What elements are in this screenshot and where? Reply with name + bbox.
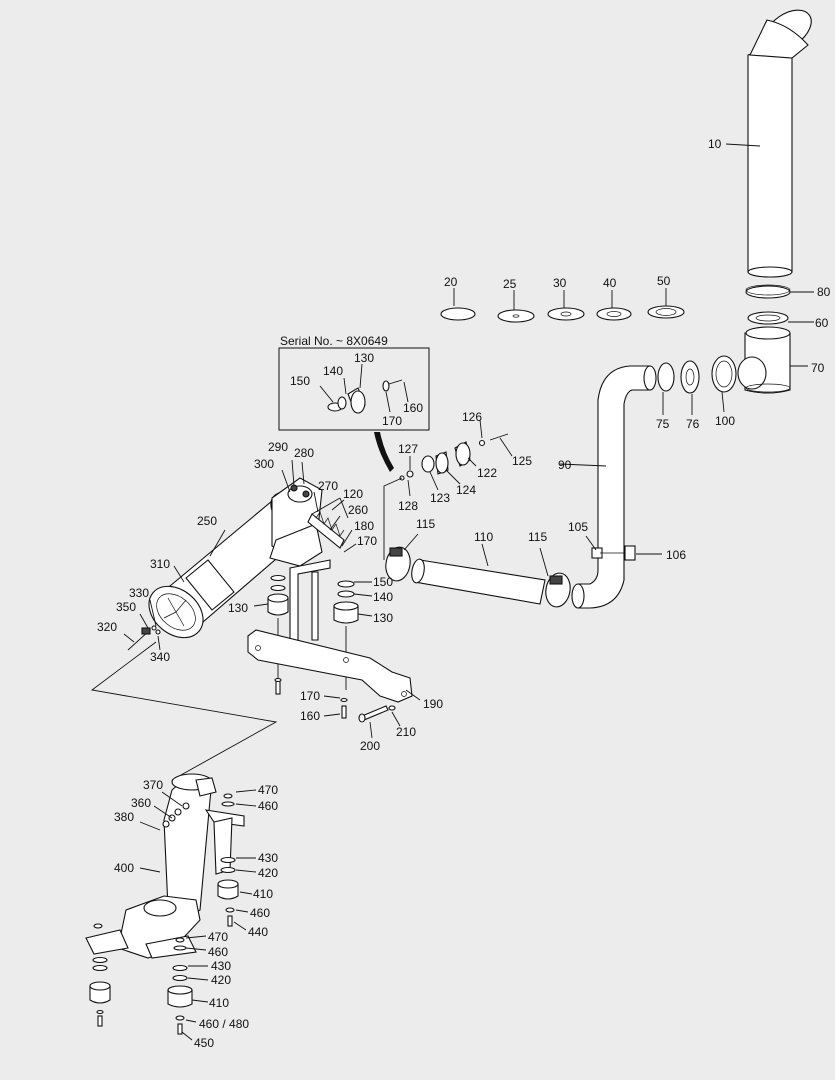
gasket-ring: [747, 311, 789, 325]
callout-30: 30: [553, 276, 567, 290]
callout-290: 290: [268, 440, 288, 454]
rain-cap-linkage: [127, 625, 161, 651]
callout-150: 150: [373, 575, 393, 589]
callout-460-low: 460: [208, 945, 228, 959]
callout-250: 250: [197, 514, 217, 528]
callout-340: 340: [150, 650, 170, 664]
callout-130-inset: 130: [354, 351, 374, 365]
stack-pipe: [747, 9, 812, 278]
callout-160-inset: 160: [403, 401, 423, 415]
callout-430-lower: 430: [211, 959, 231, 973]
callout-300: 300: [254, 457, 274, 471]
callout-140: 140: [373, 590, 393, 604]
callout-20: 20: [444, 275, 458, 289]
callout-450: 450: [194, 1036, 214, 1050]
callout-90: 90: [558, 458, 572, 472]
callout-420-upper: 420: [258, 866, 278, 880]
callout-420-lower: 420: [211, 973, 231, 987]
callout-160: 160: [300, 709, 320, 723]
callout-60: 60: [815, 316, 829, 330]
callout-130-right: 130: [373, 611, 393, 625]
callout-127: 127: [398, 442, 418, 456]
callout-128: 128: [398, 499, 418, 513]
pipe-clamp-115b: [545, 572, 571, 608]
callout-123: 123: [430, 491, 450, 505]
callout-125: 125: [512, 454, 532, 468]
callout-310: 310: [150, 557, 170, 571]
left-mount-stack: [267, 574, 289, 695]
callout-330: 330: [129, 586, 149, 600]
v-band-clamp: [711, 355, 737, 393]
callout-380: 380: [114, 810, 134, 824]
callout-410-upper: 410: [253, 887, 273, 901]
support-plate: [289, 559, 331, 645]
muffler-flange: [269, 477, 323, 567]
callout-200: 200: [360, 739, 380, 753]
callout-100: 100: [715, 414, 735, 428]
callout-460-top: 460: [258, 799, 278, 813]
callout-470-low: 470: [208, 930, 228, 944]
callout-170-lower: 170: [300, 689, 320, 703]
callout-40: 40: [603, 276, 617, 290]
seal-76: [680, 360, 700, 394]
callout-370: 370: [143, 778, 163, 792]
elbow-adapter: [737, 326, 791, 394]
callout-105: 105: [568, 520, 588, 534]
inset-title: Serial No. ~ 8X0649: [280, 334, 388, 348]
callout-170-inset: 170: [382, 414, 402, 428]
callout-210: 210: [396, 725, 416, 739]
callout-320: 320: [97, 620, 117, 634]
callout-110: 110: [474, 530, 493, 544]
callout-280: 280: [294, 446, 314, 460]
callout-115-left: 115: [416, 517, 435, 531]
seal-75: [657, 362, 675, 392]
callout-122: 122: [477, 466, 497, 480]
pipe-bracket: [591, 545, 636, 561]
callout-150-inset: 150: [290, 374, 310, 388]
callout-360: 360: [131, 796, 151, 810]
frame-bracket: [247, 629, 413, 703]
callout-115-right: 115: [528, 530, 547, 544]
callout-460-mid: 460: [250, 906, 270, 920]
callout-50: 50: [657, 274, 671, 288]
isolator-stack-upper-right: [217, 793, 239, 927]
callout-440: 440: [248, 925, 268, 939]
callout-10: 10: [708, 137, 722, 151]
isolator-stack-lower-left: [89, 923, 111, 1027]
damper-spring: [307, 497, 349, 549]
callout-70: 70: [811, 361, 825, 375]
callout-75: 75: [656, 417, 670, 431]
right-mount-stack: [333, 580, 359, 719]
callout-25: 25: [503, 277, 517, 291]
callout-170-upper: 170: [357, 534, 377, 548]
j-pipe: [571, 365, 657, 609]
callout-124: 124: [456, 483, 476, 497]
callout-470-top: 470: [258, 783, 278, 797]
pipe-clamp-115a: [385, 546, 411, 582]
callout-140-inset: 140: [323, 364, 343, 378]
callout-130-left: 130: [228, 601, 248, 615]
callout-106: 106: [666, 548, 686, 562]
callout-190: 190: [423, 697, 443, 711]
damper-hardware: [383, 433, 509, 560]
middle-pipe: [411, 558, 546, 605]
callout-260: 260: [348, 503, 368, 517]
callout-460-480: 460 / 480: [199, 1017, 249, 1031]
serial-inset-box: [278, 347, 430, 431]
clamp-ring: [745, 284, 791, 299]
gasket-row: [440, 305, 685, 323]
callout-410-lower: 410: [209, 996, 229, 1010]
callout-350: 350: [116, 600, 136, 614]
callout-430-upper: 430: [258, 851, 278, 865]
callout-76: 76: [686, 417, 700, 431]
isolator-stack-lower-right: [167, 937, 193, 1035]
callout-180: 180: [354, 519, 374, 533]
callout-126: 126: [462, 410, 482, 424]
callout-400: 400: [114, 861, 134, 875]
callout-120: 120: [343, 487, 363, 501]
bolt-200: [358, 705, 396, 723]
callout-80: 80: [817, 285, 831, 299]
callout-270: 270: [318, 479, 338, 493]
